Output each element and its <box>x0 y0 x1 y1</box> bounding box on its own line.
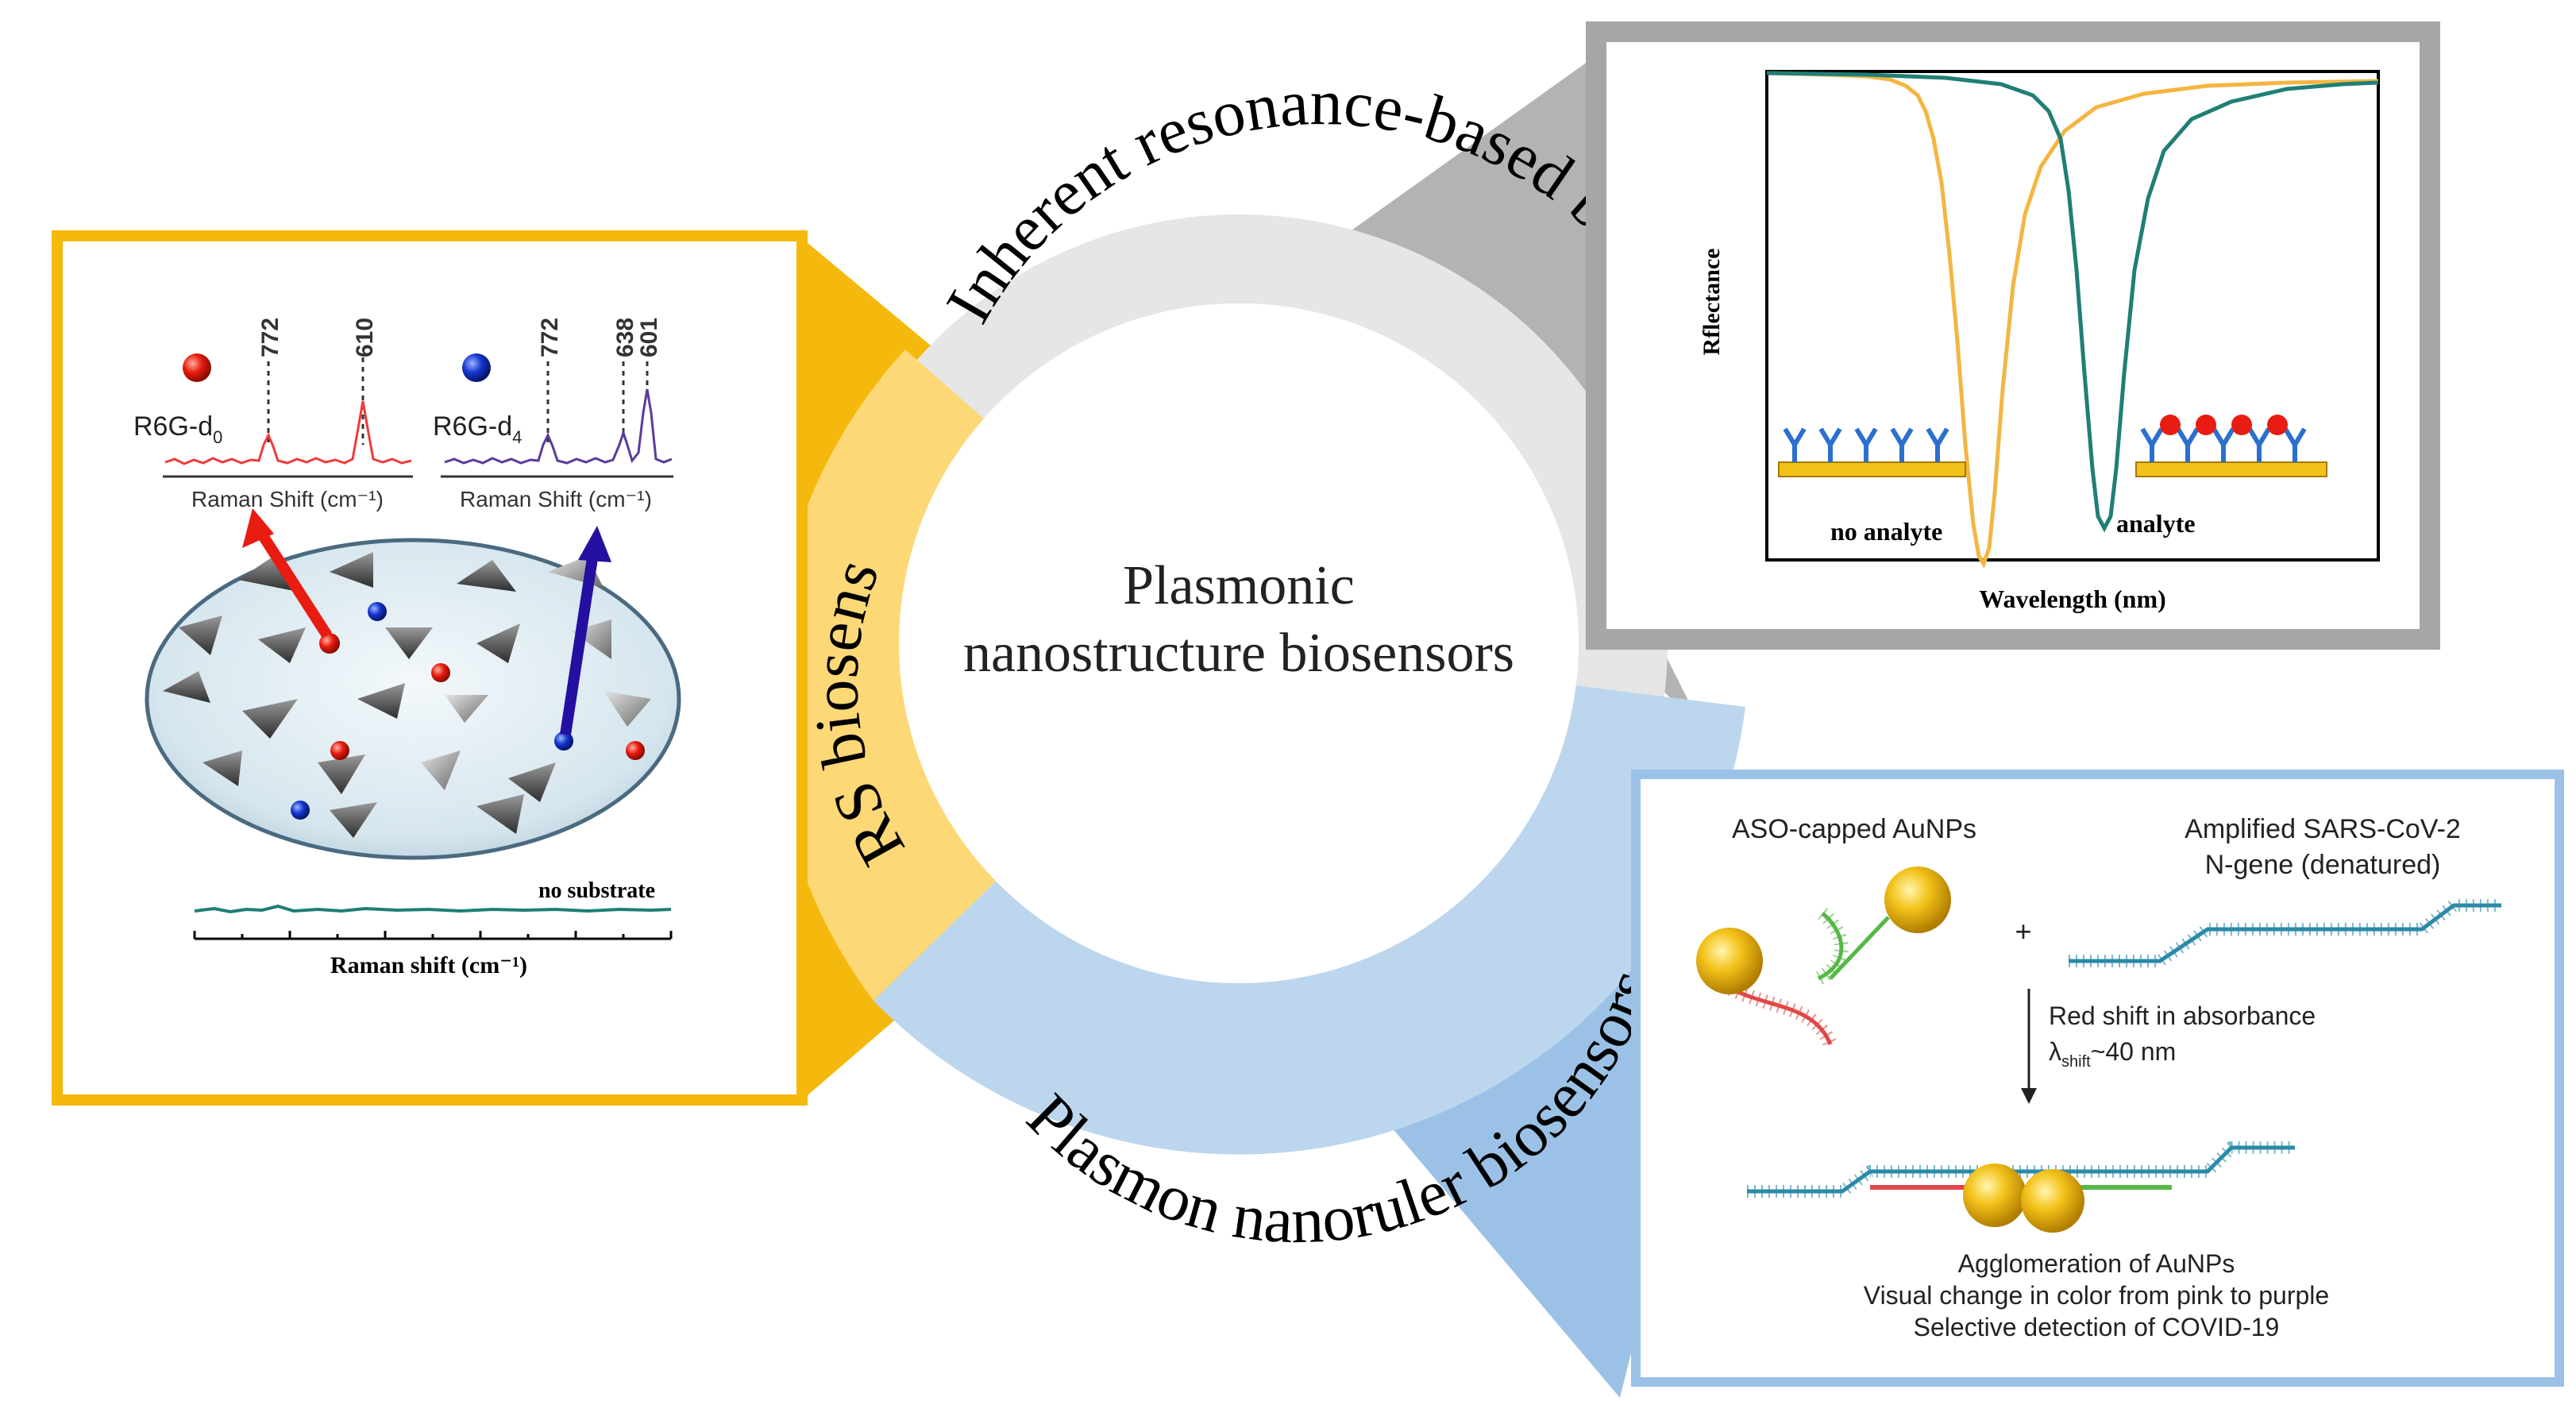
nanoprism-array <box>163 552 651 838</box>
analyte-curve <box>1766 71 2379 533</box>
shift-line1: Red shift in absorbance <box>2049 1002 2316 1030</box>
spectrum2-label: R6G-d4 <box>433 411 522 447</box>
red-molecule-icon <box>183 353 211 382</box>
reflectance-ylabel: Rflectance <box>1699 249 1725 356</box>
reflectance-panel: Rflectance Wavelength (nm) no analyte a <box>1586 21 2440 650</box>
result-line3: Selective detection of COVID-19 <box>1914 1313 2280 1341</box>
bound-antibody-icons <box>2140 427 2307 462</box>
plus-sign: + <box>2015 915 2031 948</box>
reflectance-xlabel: Wavelength (nm) <box>1979 585 2166 613</box>
aunp-right-icon <box>1884 866 1951 933</box>
gene-label-line2: N-gene (denatured) <box>2205 850 2441 880</box>
no-substrate-curve <box>194 904 672 914</box>
center-title-line2: nanostructure biosensors <box>963 623 1514 684</box>
sers-panel: R6G-d0 772 610 Raman Shift (cm⁻¹) R6G-d4… <box>52 230 808 1106</box>
spectrum2-curve <box>444 388 673 465</box>
blue-molecule-icon <box>462 353 491 382</box>
spectrum1-xlabel: Raman Shift (cm⁻¹) <box>191 487 384 511</box>
nanoruler-panel: ASO-capped AuNPs Amplified SARS-CoV-2 N-… <box>1631 770 2564 1387</box>
ring-center <box>899 303 1579 983</box>
no-analyte-label: no analyte <box>1830 517 1942 546</box>
aunp-left-icon <box>1696 928 1763 994</box>
bare-antibody-icons <box>1783 427 1949 462</box>
bare-sensor-surface <box>1778 461 1966 477</box>
reflectance-plot-box <box>1765 70 2380 562</box>
peak2-638: 638 <box>612 318 638 357</box>
substrate-disk <box>145 538 681 860</box>
result-line1: Agglomeration of AuNPs <box>1958 1249 2235 1278</box>
aso-label: ASO-capped AuNPs <box>1732 814 1976 844</box>
center-title-line1: Plasmonic <box>1123 555 1355 616</box>
bottom-raman-xlabel: Raman shift (cm⁻¹) <box>330 952 527 978</box>
nanoruler-panel-frame <box>1631 770 2564 1387</box>
peak1-772: 772 <box>257 318 283 357</box>
spectrum1-curve <box>164 400 412 465</box>
no-analyte-curve <box>1766 71 2379 569</box>
peak1-610: 610 <box>352 318 378 357</box>
peak2-601: 601 <box>636 318 662 357</box>
gene-label-line1: Amplified SARS-CoV-2 <box>2185 814 2461 844</box>
spectrum2-xlabel: Raman Shift (cm⁻¹) <box>460 487 652 511</box>
bound-sensor-surface <box>2135 461 2327 477</box>
aggregated-aunp-1-icon <box>1963 1164 2026 1227</box>
no-substrate-label: no substrate <box>538 878 655 903</box>
shift-line2: λshift~40 nm <box>2049 1037 2176 1071</box>
analyte-molecule-icons <box>2160 415 2288 435</box>
peak2-772: 772 <box>537 318 563 357</box>
spectrum1-label: R6G-d0 <box>133 411 222 447</box>
gene-strand <box>2069 903 2501 963</box>
aggregated-aunp-2-icon <box>2021 1169 2084 1233</box>
analyte-label: analyte <box>2116 509 2196 538</box>
result-line2: Visual change in color from pink to purp… <box>1864 1281 2329 1310</box>
biosensor-ring <box>771 214 1745 1155</box>
